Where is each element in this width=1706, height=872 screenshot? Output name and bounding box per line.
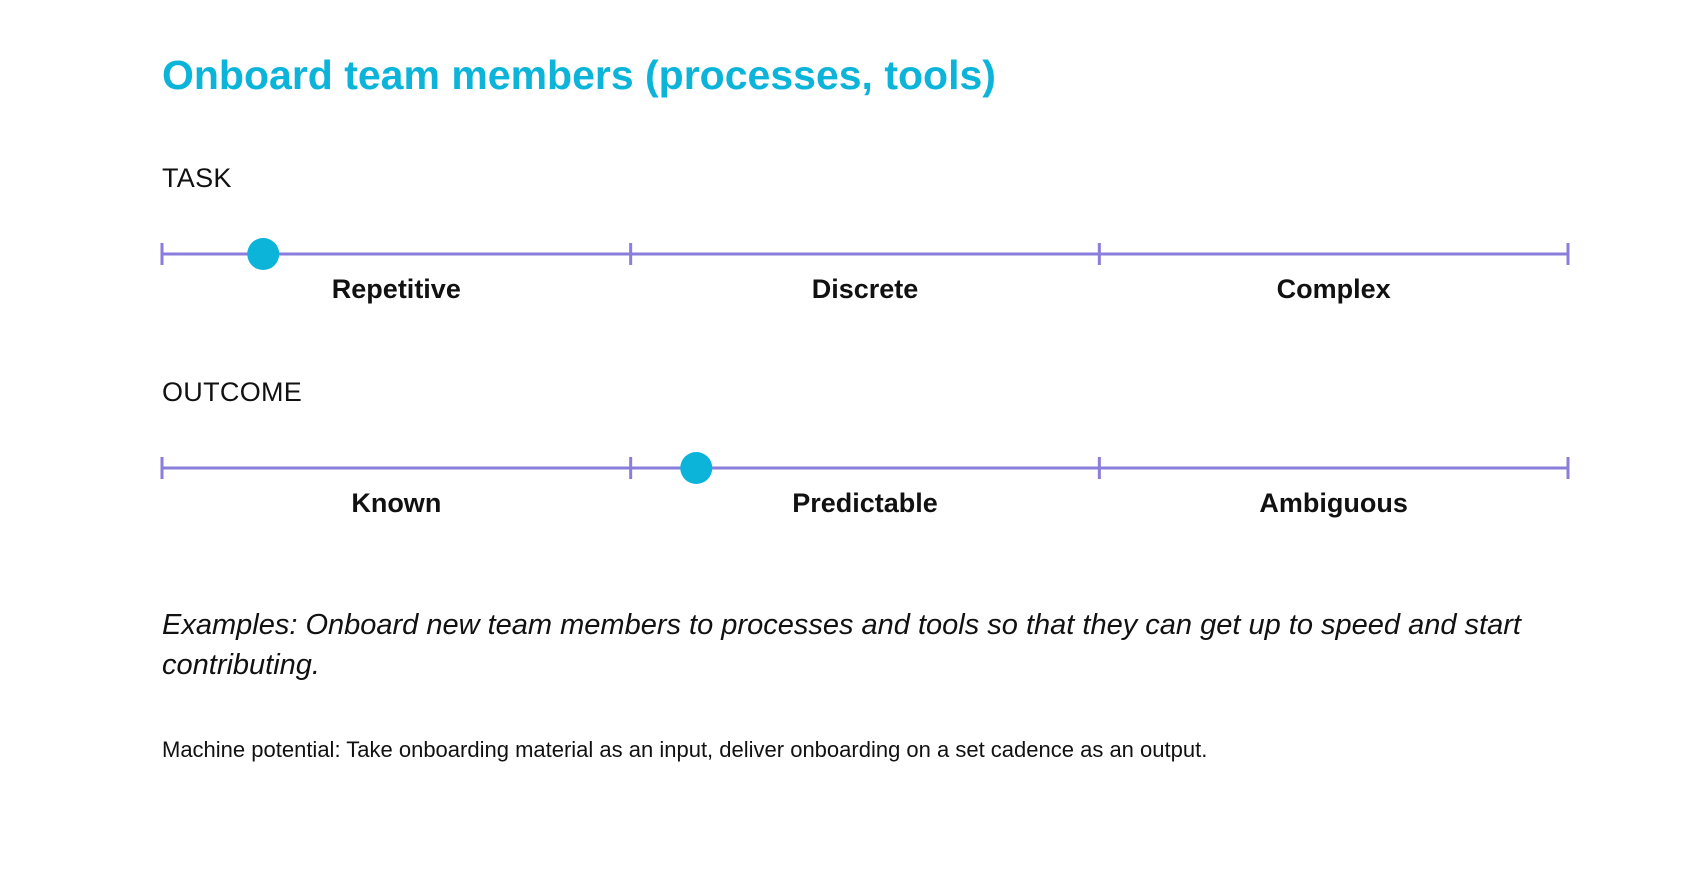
task-scale-svg [160, 238, 1570, 270]
outcome-scale-label: OUTCOME [162, 377, 303, 407]
outcome-marker [680, 452, 713, 484]
task-scale: Repetitive Discrete Complex [150, 224, 1580, 304]
task-category-complex: Complex [1276, 274, 1391, 304]
outcome-category-predictable: Predictable [792, 488, 938, 518]
outcome-scale: Known Predictable Ambiguous [150, 438, 1580, 518]
outcome-scale-svg [160, 452, 1570, 484]
task-marker [247, 238, 280, 270]
outcome-category-ambiguous: Ambiguous [1259, 488, 1408, 518]
task-scale-label: TASK [162, 163, 232, 193]
page-title: Onboard team members (processes, tools) [162, 52, 996, 98]
outcome-category-known: Known [351, 488, 442, 518]
task-category-discrete: Discrete [811, 274, 919, 304]
task-category-repetitive: Repetitive [331, 274, 461, 304]
examples-text: Examples: Onboard new team members to pr… [162, 609, 1521, 681]
machine-potential-text: Machine potential: Take onboarding mater… [162, 737, 1208, 762]
